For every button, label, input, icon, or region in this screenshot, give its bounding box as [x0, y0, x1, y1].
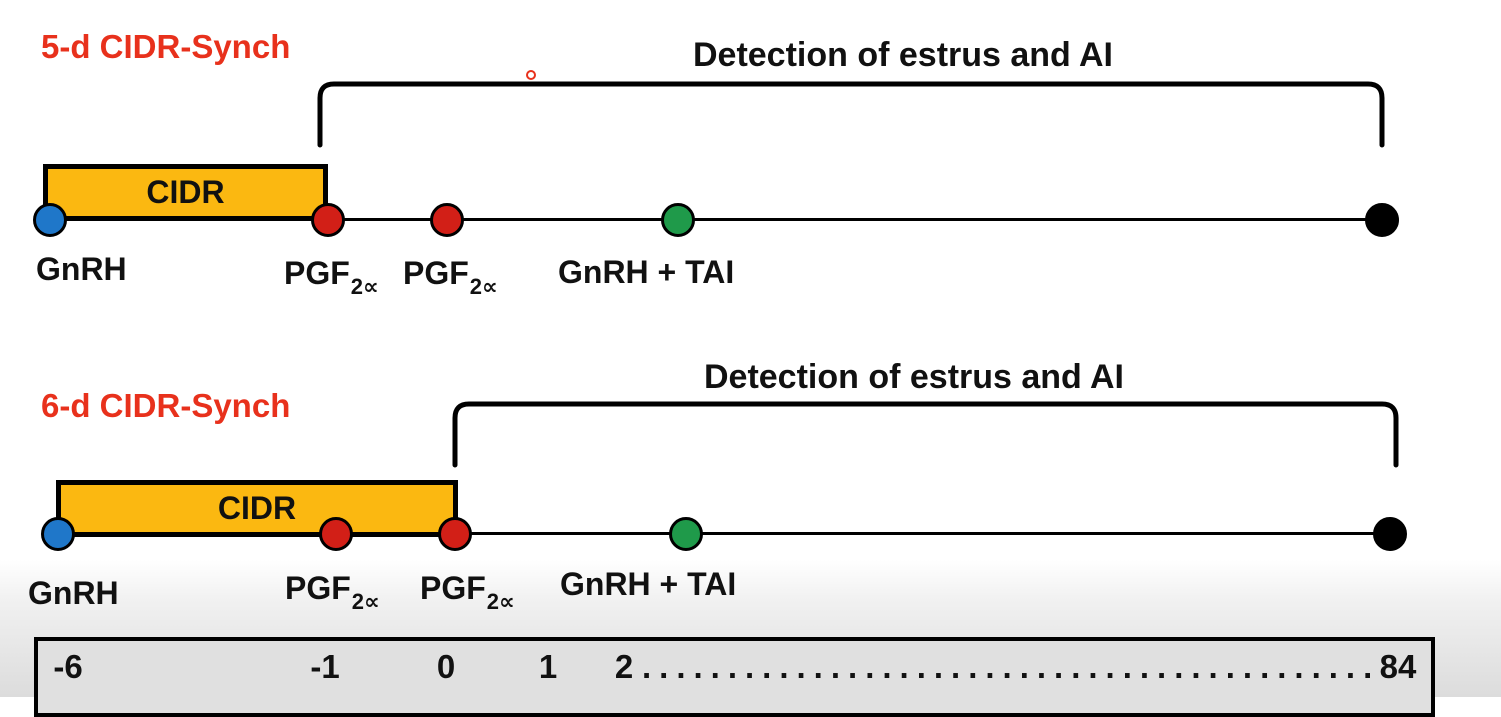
pgf-dot-1-5d [311, 203, 345, 237]
gnrh-tai-dot-6d [669, 517, 703, 551]
cidr-label-5d: CIDR [146, 174, 225, 210]
pgf-dot-2-5d [430, 203, 464, 237]
day-tick-1: 1 [538, 648, 558, 685]
gnrh-tai-label-5d: GnRH + TAI [558, 254, 735, 290]
pgf-label-2-sub-6d: 2∝ [486, 589, 515, 614]
pgf-dot-1-6d [319, 517, 353, 551]
detection-label-6d: Detection of estrus and AI [703, 358, 1125, 396]
pgf-label-2-5d: PGF2∝ [403, 255, 498, 299]
day-tick-2: 2 [614, 648, 634, 685]
gnrh-label-5d: GnRH [36, 251, 127, 287]
pgf-label-1-6d: PGF2∝ [285, 570, 380, 614]
timeline-6d [58, 532, 1391, 535]
pgf-label-2-main-5d: PGF [403, 255, 469, 291]
day-tick--6: -6 [53, 648, 83, 685]
day-tick-0: 0 [436, 648, 456, 685]
pgf-label-1-sub-5d: 2∝ [350, 274, 379, 299]
pgf-dot-2-6d [438, 517, 472, 551]
end-dot-5d [1365, 203, 1399, 237]
pgf-label-2-sub-5d: 2∝ [469, 274, 498, 299]
timeline-5d [50, 218, 1383, 221]
gnrh-tai-dot-5d [661, 203, 695, 237]
pgf-label-1-main-5d: PGF [284, 255, 350, 291]
day-tick--1: -1 [310, 648, 340, 685]
laser-pointer-icon [526, 70, 536, 80]
protocol-title-5d: 5-d CIDR-Synch [41, 28, 291, 65]
cidr-insert-bar-6d: CIDR [56, 480, 458, 537]
pgf-label-2-6d: PGF2∝ [420, 570, 515, 614]
pgf-label-1-sub-6d: 2∝ [351, 589, 380, 614]
gnrh-label-6d: GnRH [28, 575, 119, 611]
pgf-label-1-main-6d: PGF [285, 570, 351, 606]
pgf-label-1-5d: PGF2∝ [284, 255, 379, 299]
end-dot-6d [1373, 517, 1407, 551]
detection-label-5d: Detection of estrus and AI [692, 36, 1114, 74]
cidr-insert-bar-5d: CIDR [43, 164, 328, 221]
gnrh-dot-5d [33, 203, 67, 237]
pgf-label-2-main-6d: PGF [420, 570, 486, 606]
cidr-label-6d: CIDR [217, 490, 297, 526]
day-tick-84: 84 [1379, 648, 1417, 685]
day-scale-ellipsis: ........................................… [642, 648, 1370, 685]
gnrh-dot-6d [41, 517, 75, 551]
detection-bracket-5d [317, 81, 1399, 468]
protocol-title-6d: 6-d CIDR-Synch [41, 387, 291, 424]
gnrh-tai-label-6d: GnRH + TAI [560, 566, 737, 602]
